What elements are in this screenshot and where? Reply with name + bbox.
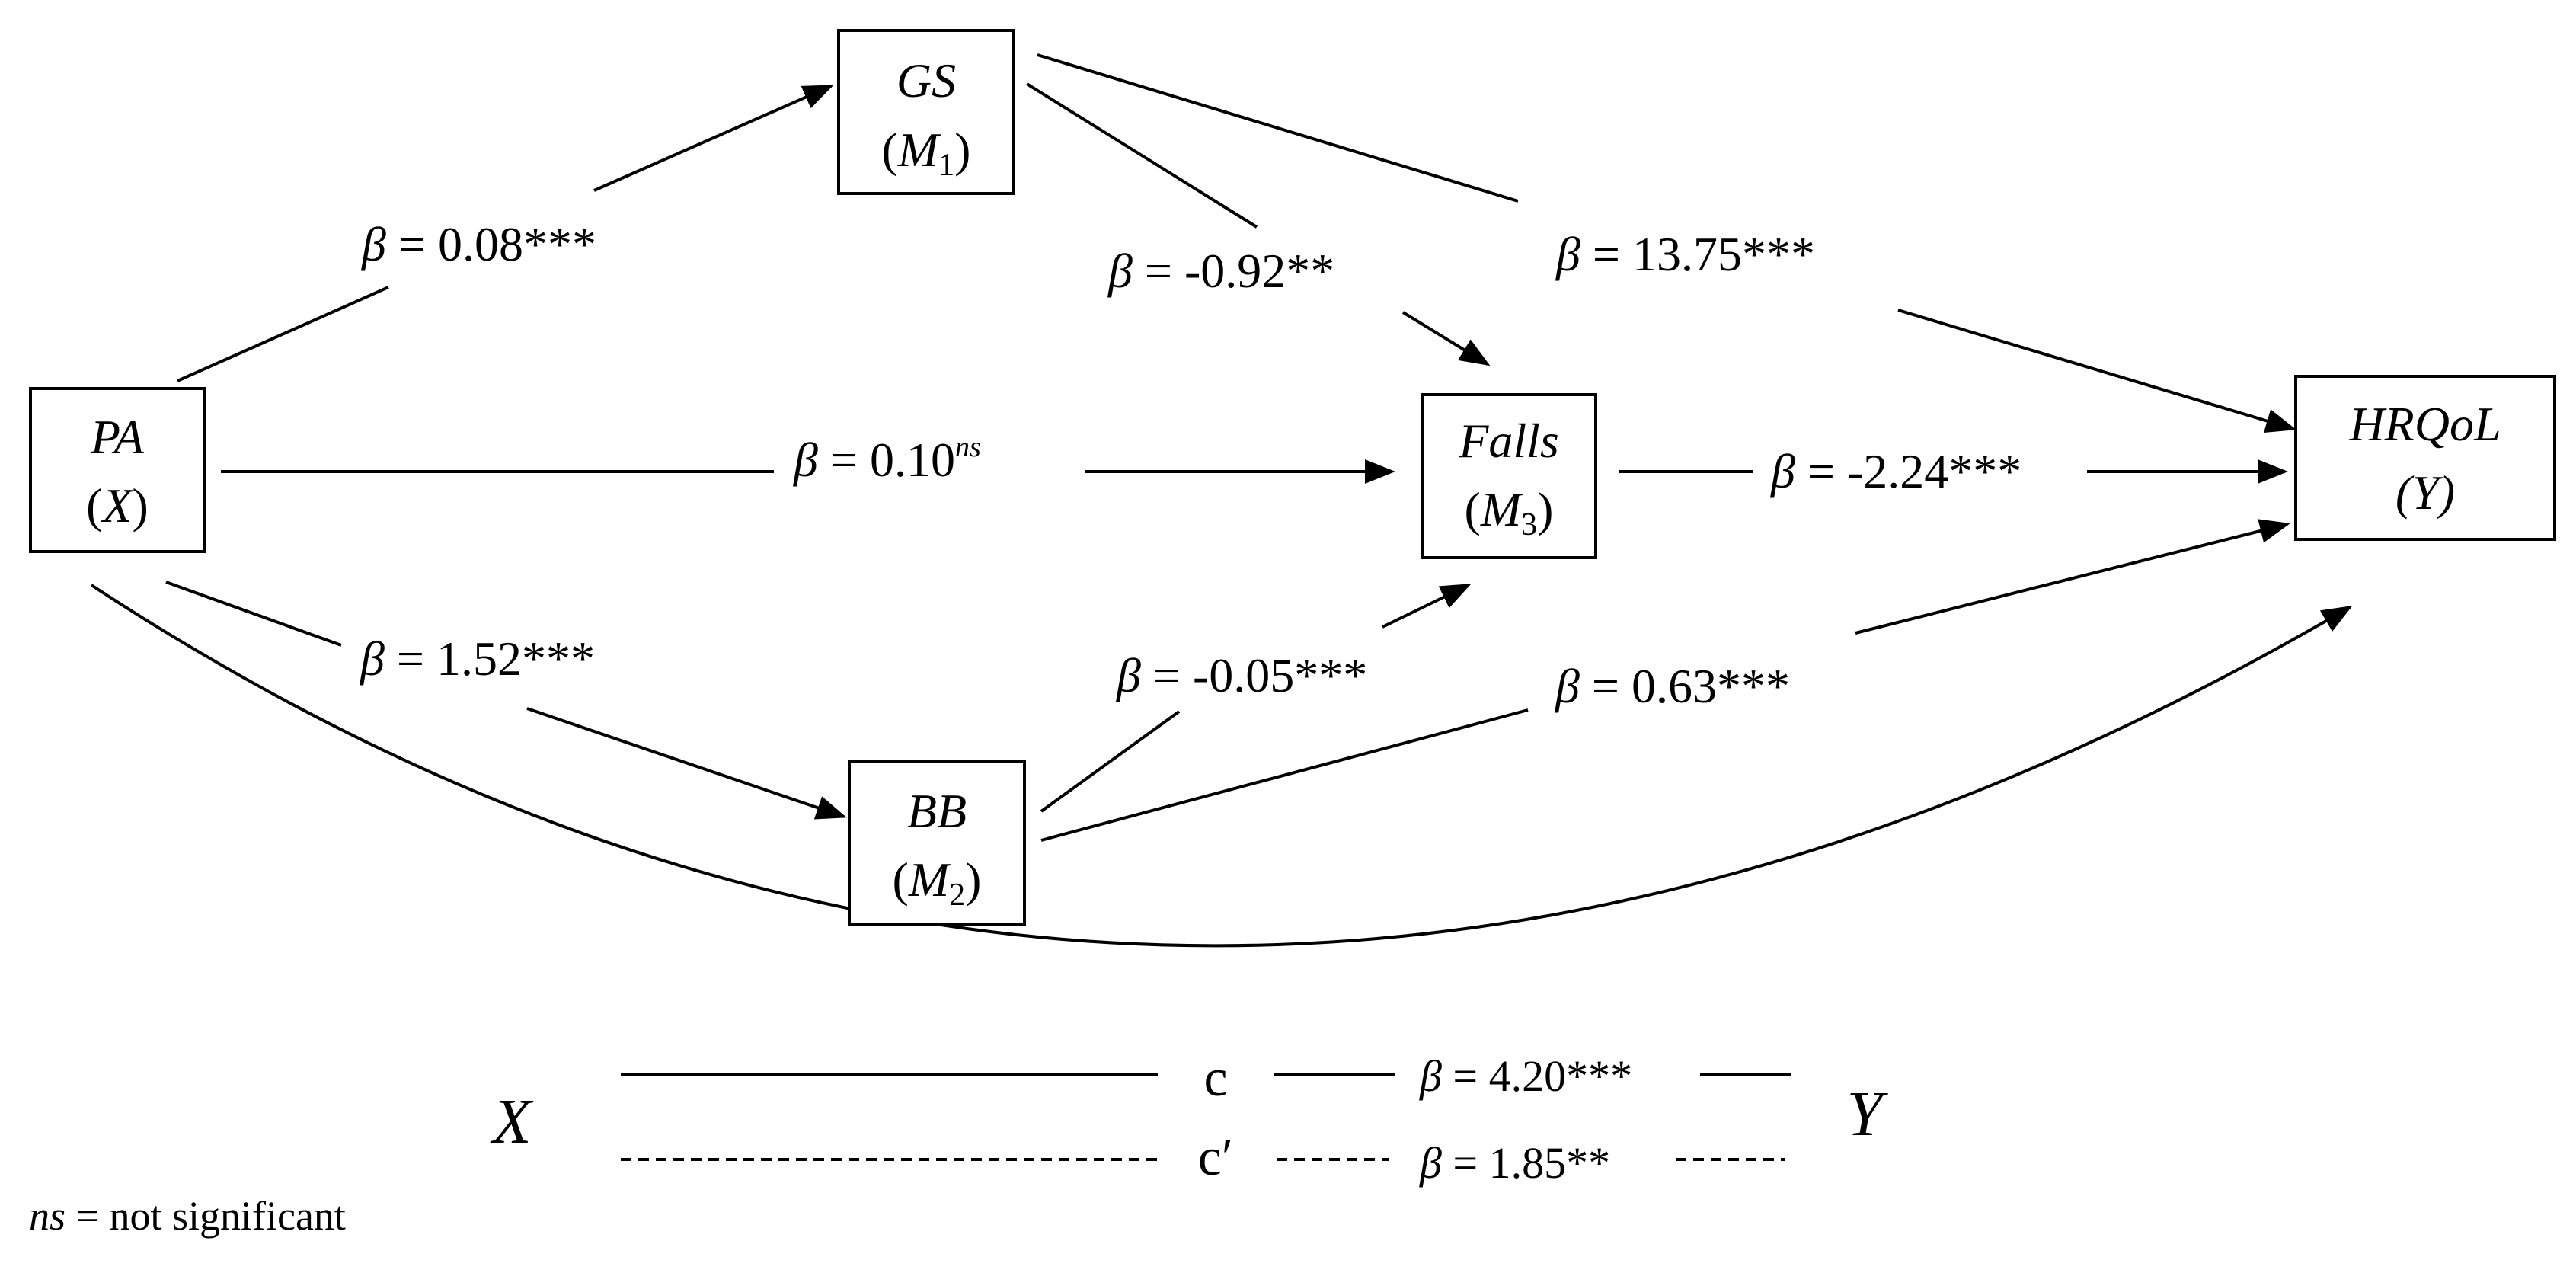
node-gs-label: GS bbox=[896, 53, 956, 107]
total-effect-value: β = 4.20*** bbox=[1419, 1051, 1632, 1101]
node-pa-role: (X) bbox=[86, 478, 149, 533]
edge-pa-gs-seg1 bbox=[177, 286, 389, 382]
edge-pa-hrqol-curve bbox=[90, 584, 2353, 948]
edge-pa-bb-seg2 bbox=[526, 707, 847, 820]
label-pa-bb: β = 1.52*** bbox=[359, 632, 595, 686]
edge-gs-hrqol-seg2 bbox=[1897, 309, 2296, 433]
total-effect-symbol: c bbox=[1203, 1049, 1227, 1108]
edge-pa-bb-seg1 bbox=[165, 581, 342, 647]
effects-y-label: Y bbox=[1847, 1079, 1889, 1150]
label-pa-gs: β = 0.08*** bbox=[360, 217, 596, 271]
node-gs: GS (M1) bbox=[837, 29, 1015, 195]
node-pa: PA (X) bbox=[29, 387, 206, 553]
label-pa-falls: β = 0.10ns bbox=[792, 431, 981, 487]
node-hrqol: HRQoL (Y) bbox=[2294, 375, 2556, 541]
label-bb-falls: β = -0.05*** bbox=[1115, 648, 1367, 702]
direct-effect-symbol: c′ bbox=[1198, 1128, 1233, 1187]
node-bb-label: BB bbox=[907, 784, 967, 838]
edge-gs-falls-seg1 bbox=[1025, 82, 1258, 229]
label-gs-hrqol: β = 13.75*** bbox=[1555, 227, 1815, 281]
edge-bb-hrqol-seg1 bbox=[1040, 708, 1529, 842]
edge-bb-falls-seg1 bbox=[1040, 710, 1181, 813]
effects-panel: X Y c β = 4.20*** c′ β = 1.85** bbox=[490, 1049, 1888, 1188]
label-gs-falls: β = -0.92** bbox=[1107, 244, 1334, 298]
node-hrqol-label: HRQoL bbox=[2348, 397, 2501, 451]
edge-pa-gs-seg2 bbox=[593, 85, 834, 192]
edge-bb-falls-seg2 bbox=[1382, 584, 1472, 629]
node-falls-role: (M3) bbox=[1465, 482, 1554, 542]
edge-bb-hrqol-seg2 bbox=[1855, 519, 2290, 635]
node-bb-role: (M2) bbox=[893, 852, 982, 913]
node-pa-label: PA bbox=[90, 410, 145, 464]
node-gs-role: (M1) bbox=[882, 123, 971, 183]
edge-gs-falls-seg2 bbox=[1401, 311, 1491, 366]
label-bb-hrqol: β = 0.63*** bbox=[1554, 659, 1790, 713]
node-falls-label: Falls bbox=[1458, 414, 1559, 468]
effects-x-label: X bbox=[490, 1086, 534, 1157]
footnote: ns = not significant bbox=[29, 1193, 346, 1239]
node-hrqol-role: (Y) bbox=[2395, 465, 2455, 520]
node-falls: Falls (M3) bbox=[1421, 393, 1597, 559]
edge-gs-hrqol-seg1 bbox=[1037, 53, 1519, 203]
label-falls-hrqol: β = -2.24*** bbox=[1769, 444, 2021, 498]
direct-effect-value: β = 1.85** bbox=[1419, 1138, 1610, 1188]
node-bb: BB (M2) bbox=[848, 760, 1026, 926]
